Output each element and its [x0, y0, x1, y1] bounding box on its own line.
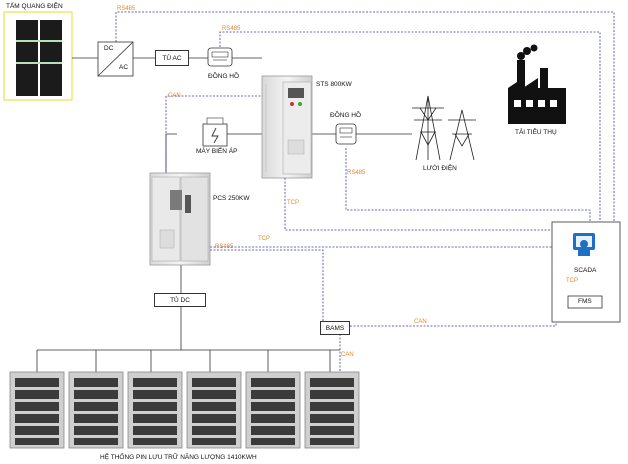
solar-cell	[16, 76, 38, 96]
protocol-can-bottom: CAN	[341, 352, 354, 358]
grid-label: LƯỚI ĐIỆN	[423, 165, 457, 172]
meter-right	[335, 123, 357, 145]
protocol-rs485-right: RS485	[347, 170, 366, 176]
solar-panel-label: TẤM QUANG ĐIỆN	[6, 3, 63, 10]
solar-cell	[16, 42, 38, 62]
solar-cell	[40, 42, 62, 62]
fms-label: FMS	[578, 298, 592, 305]
ac-label: AC	[119, 64, 129, 71]
dc-label: DC	[104, 45, 114, 52]
protocol-tcp-scada: TCP	[566, 278, 578, 284]
pcs-label: PCS 250KW	[213, 195, 250, 202]
grid-towers	[412, 95, 476, 161]
load-label: TẢI TIÊU THỤ	[515, 129, 557, 136]
battery-rack	[245, 371, 301, 449]
transformer-label: MÁY BIẾN ÁP	[196, 148, 238, 155]
protocol-can-top: CAN	[168, 93, 181, 99]
battery-rack	[68, 371, 124, 449]
factory-load	[508, 44, 566, 124]
storage-label: HỆ THỐNG PIN LƯU TRỮ NĂNG LƯỢNG 1410KWH	[100, 454, 257, 461]
sts-label: STS 800KW	[316, 81, 352, 88]
battery-rack	[186, 371, 242, 449]
solar-cell	[40, 76, 62, 96]
meter-top-label: ĐỒNG HỒ	[208, 73, 240, 80]
protocol-can-bams: CAN	[414, 319, 427, 325]
protocol-tcp-pcs: TCP	[258, 236, 270, 242]
solar-cell	[40, 20, 62, 40]
battery-rack	[127, 371, 183, 449]
protocol-rs485-solar: RS485	[117, 6, 136, 12]
scada-label: SCADA	[574, 267, 597, 274]
bams-box: BAMS	[320, 321, 350, 335]
battery-racks	[9, 371, 360, 449]
pcs-cabinet	[149, 172, 211, 266]
solar-panel-group	[3, 11, 73, 101]
ac-cabinet-label: TỦ AC	[162, 54, 182, 62]
dc-cabinet-box: TỦ DC	[154, 293, 206, 307]
transformer	[202, 117, 228, 147]
battery-rack	[304, 371, 360, 449]
battery-rack	[9, 371, 65, 449]
protocol-rs485-pcs: RS485	[215, 244, 234, 250]
solar-cell	[16, 20, 38, 40]
power-lines	[36, 57, 412, 372]
protocol-rs485-meter: RS485	[222, 26, 241, 32]
meter-top	[207, 47, 233, 67]
bams-label: BAMS	[325, 324, 345, 332]
dc-cabinet-label: TỦ DC	[170, 296, 190, 304]
dc-ac-inverter	[97, 41, 134, 77]
meter-right-label: ĐỒNG HỒ	[330, 112, 362, 119]
ac-cabinet-box: TỦ AC	[155, 50, 189, 66]
protocol-tcp-sts: TCP	[287, 200, 299, 206]
sts-cabinet	[261, 75, 313, 179]
scada-fms-panel	[551, 221, 621, 323]
